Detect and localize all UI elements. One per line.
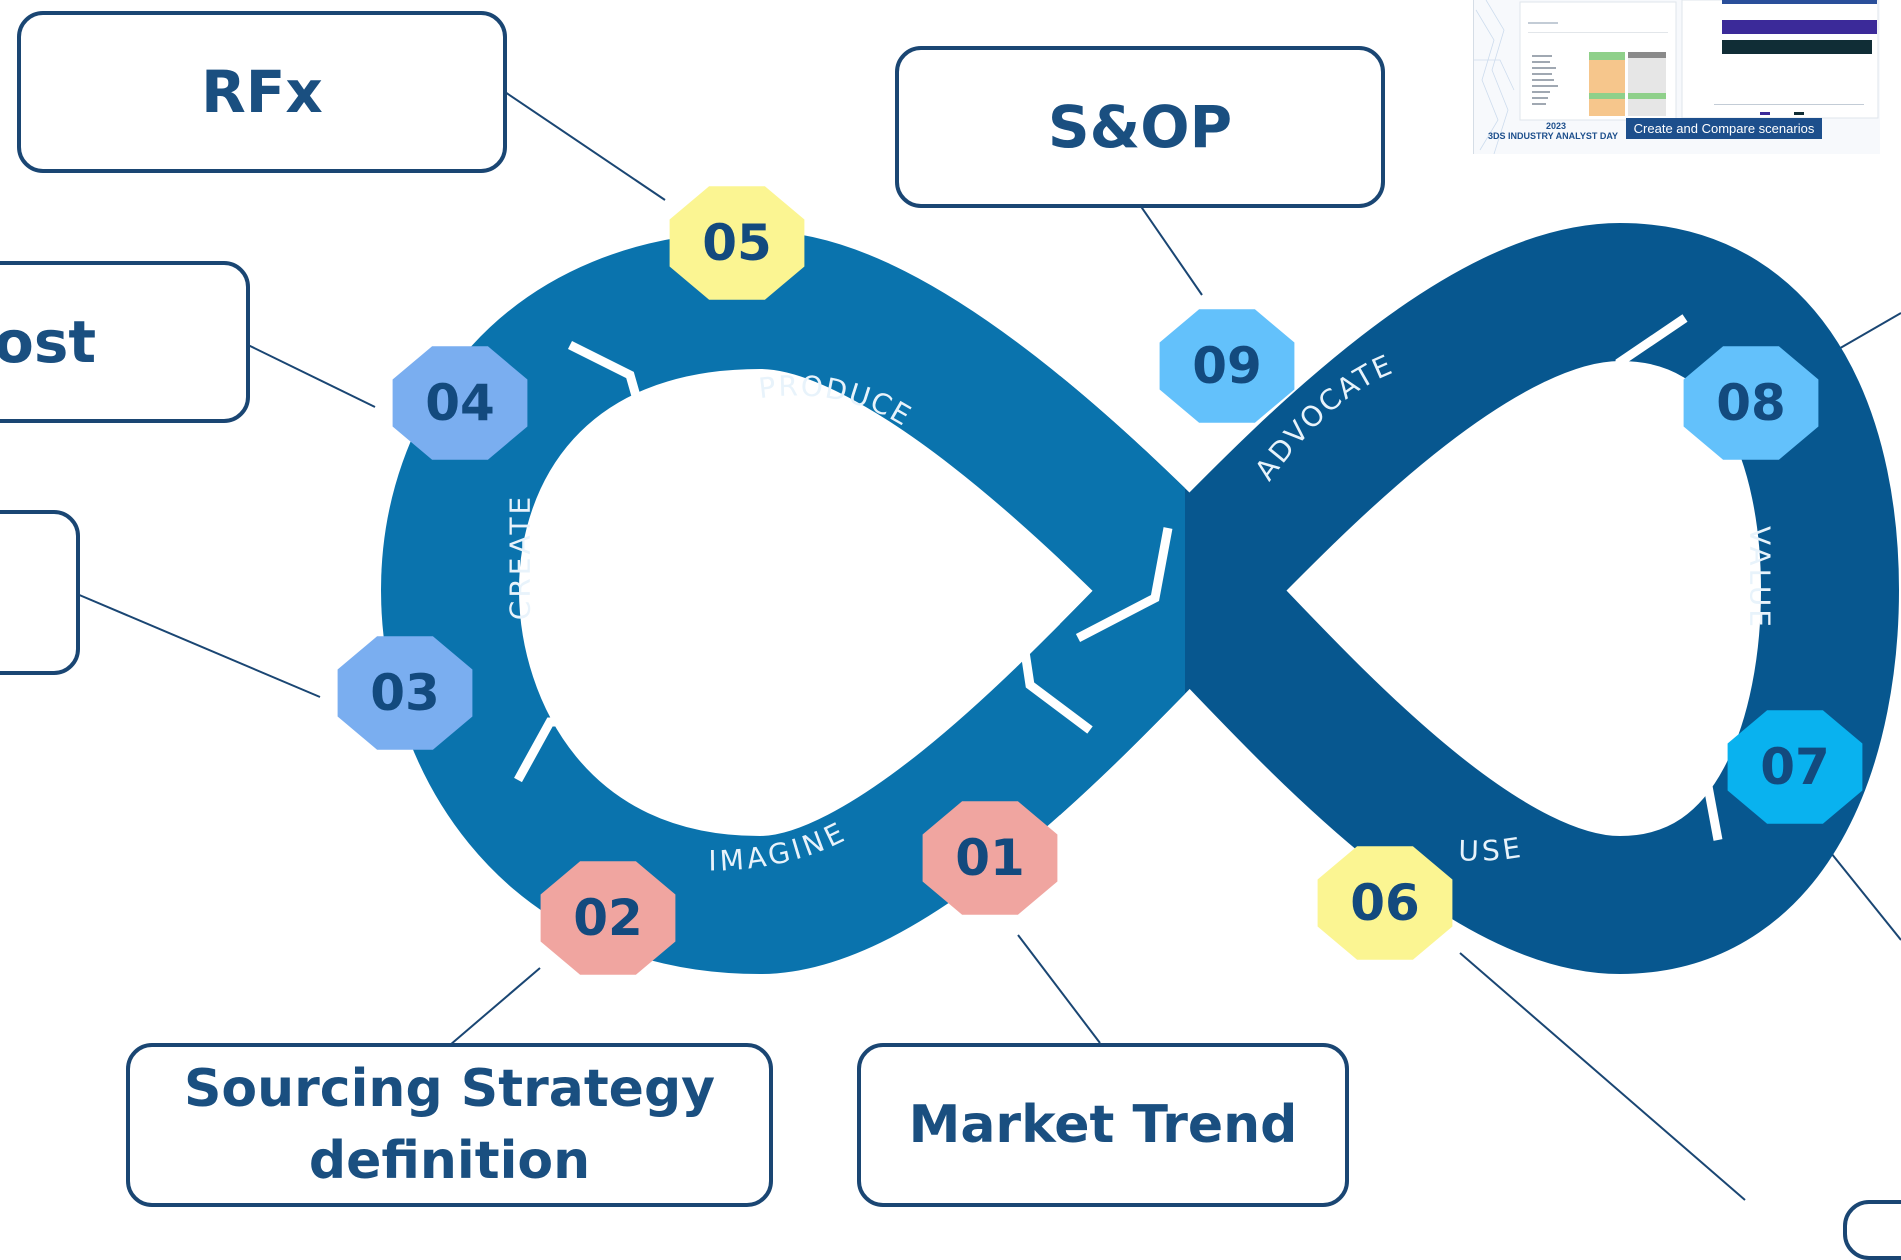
connector-market-trend: [1017, 934, 1101, 1044]
badge-02-label: 02: [573, 889, 643, 947]
separator-value-use: [1626, 730, 1723, 841]
connector-06: [1459, 952, 1746, 1201]
badge-05[interactable]: 05: [669, 186, 805, 300]
separator-imagine-create: [514, 717, 638, 783]
badge-04[interactable]: 04: [392, 346, 528, 460]
badge-01[interactable]: 01: [922, 801, 1058, 915]
connector-rfx: [504, 91, 666, 201]
connector-07: [1822, 842, 1901, 941]
box-cost[interactable]: ost: [0, 261, 250, 423]
scenario-thumbnail[interactable]: 2023 3DS INDUSTRY ANALYST DAY Create and…: [1473, 0, 1880, 154]
badge-06-shape: [1317, 846, 1453, 960]
box-market-trend[interactable]: Market Trend: [857, 1043, 1349, 1207]
separator-imagine-center: [1013, 604, 1093, 734]
connector-lines: [76, 91, 1901, 1201]
box-market-trend-label: Market Trend: [908, 1095, 1298, 1155]
badge-04-label: 04: [425, 374, 495, 432]
badge-07-shape: [1727, 710, 1863, 824]
badge-07-label: 07: [1760, 738, 1830, 796]
badge-08-label: 08: [1716, 374, 1786, 432]
box-snop[interactable]: S&OP: [895, 46, 1385, 208]
badge-03-label: 03: [370, 664, 440, 722]
badge-05-label: 05: [702, 214, 772, 272]
stage-label-use: USE: [1458, 830, 1526, 867]
connector-sourcing: [449, 967, 541, 1046]
stage-label-value: VALUE: [1744, 526, 1777, 630]
badge-09-label: 09: [1192, 337, 1262, 395]
thumbnail-caption: Create and Compare scenarios: [1626, 118, 1822, 139]
badge-02-shape: [540, 861, 676, 975]
badge-09-shape: [1159, 309, 1295, 423]
badge-04-shape: [392, 346, 528, 460]
badge-07[interactable]: 07: [1727, 710, 1863, 824]
badge-08[interactable]: 08: [1683, 346, 1819, 460]
box-sourcing-line1: Sourcing Strategy: [183, 1059, 716, 1119]
box-cost-label: ost: [0, 308, 97, 376]
badge-06[interactable]: 06: [1317, 846, 1453, 960]
box-sourcing-strategy[interactable]: Sourcing Strategy definition: [126, 1043, 773, 1207]
connector-cost: [247, 344, 376, 408]
thumbnail-footer: 2023 3DS INDUSTRY ANALYST DAY: [1488, 121, 1628, 141]
thumbnail-year: 2023: [1546, 121, 1567, 131]
badge-03-shape: [337, 636, 473, 750]
badge-08-shape: [1683, 346, 1819, 460]
badge-02[interactable]: 02: [540, 861, 676, 975]
connector-03: [76, 593, 321, 698]
separator-create-produce: [567, 340, 657, 454]
badge-01-label: 01: [955, 829, 1025, 887]
stage-label-create: CREATE: [504, 494, 537, 620]
connector-snop: [1139, 204, 1203, 296]
box-snop-label: S&OP: [1047, 93, 1233, 161]
thumbnail-graphics: [1474, 0, 1879, 154]
infinity-diagram: PRODUCE ADVOCATE IMAGINE USE CREATE VALU…: [76, 91, 1901, 1201]
thumbnail-event: 3DS INDUSTRY ANALYST DAY: [1488, 131, 1619, 141]
box-sourcing-line2: definition: [308, 1131, 591, 1191]
segment-separators: [514, 314, 1723, 841]
separator-advocate-value: [1613, 314, 1688, 451]
infinity-loop-left: [381, 231, 1185, 974]
box-03-target[interactable]: [0, 510, 80, 675]
box-06-target[interactable]: [1843, 1200, 1901, 1260]
badge-01-shape: [922, 801, 1058, 915]
separator-advocate-center: [1075, 527, 1173, 642]
badge-03[interactable]: 03: [337, 636, 473, 750]
badge-05-shape: [669, 186, 805, 300]
box-rfx-label: RFx: [201, 58, 323, 126]
box-rfx[interactable]: RFx: [17, 11, 507, 173]
badge-09[interactable]: 09: [1159, 309, 1295, 423]
badge-06-label: 06: [1350, 874, 1420, 932]
